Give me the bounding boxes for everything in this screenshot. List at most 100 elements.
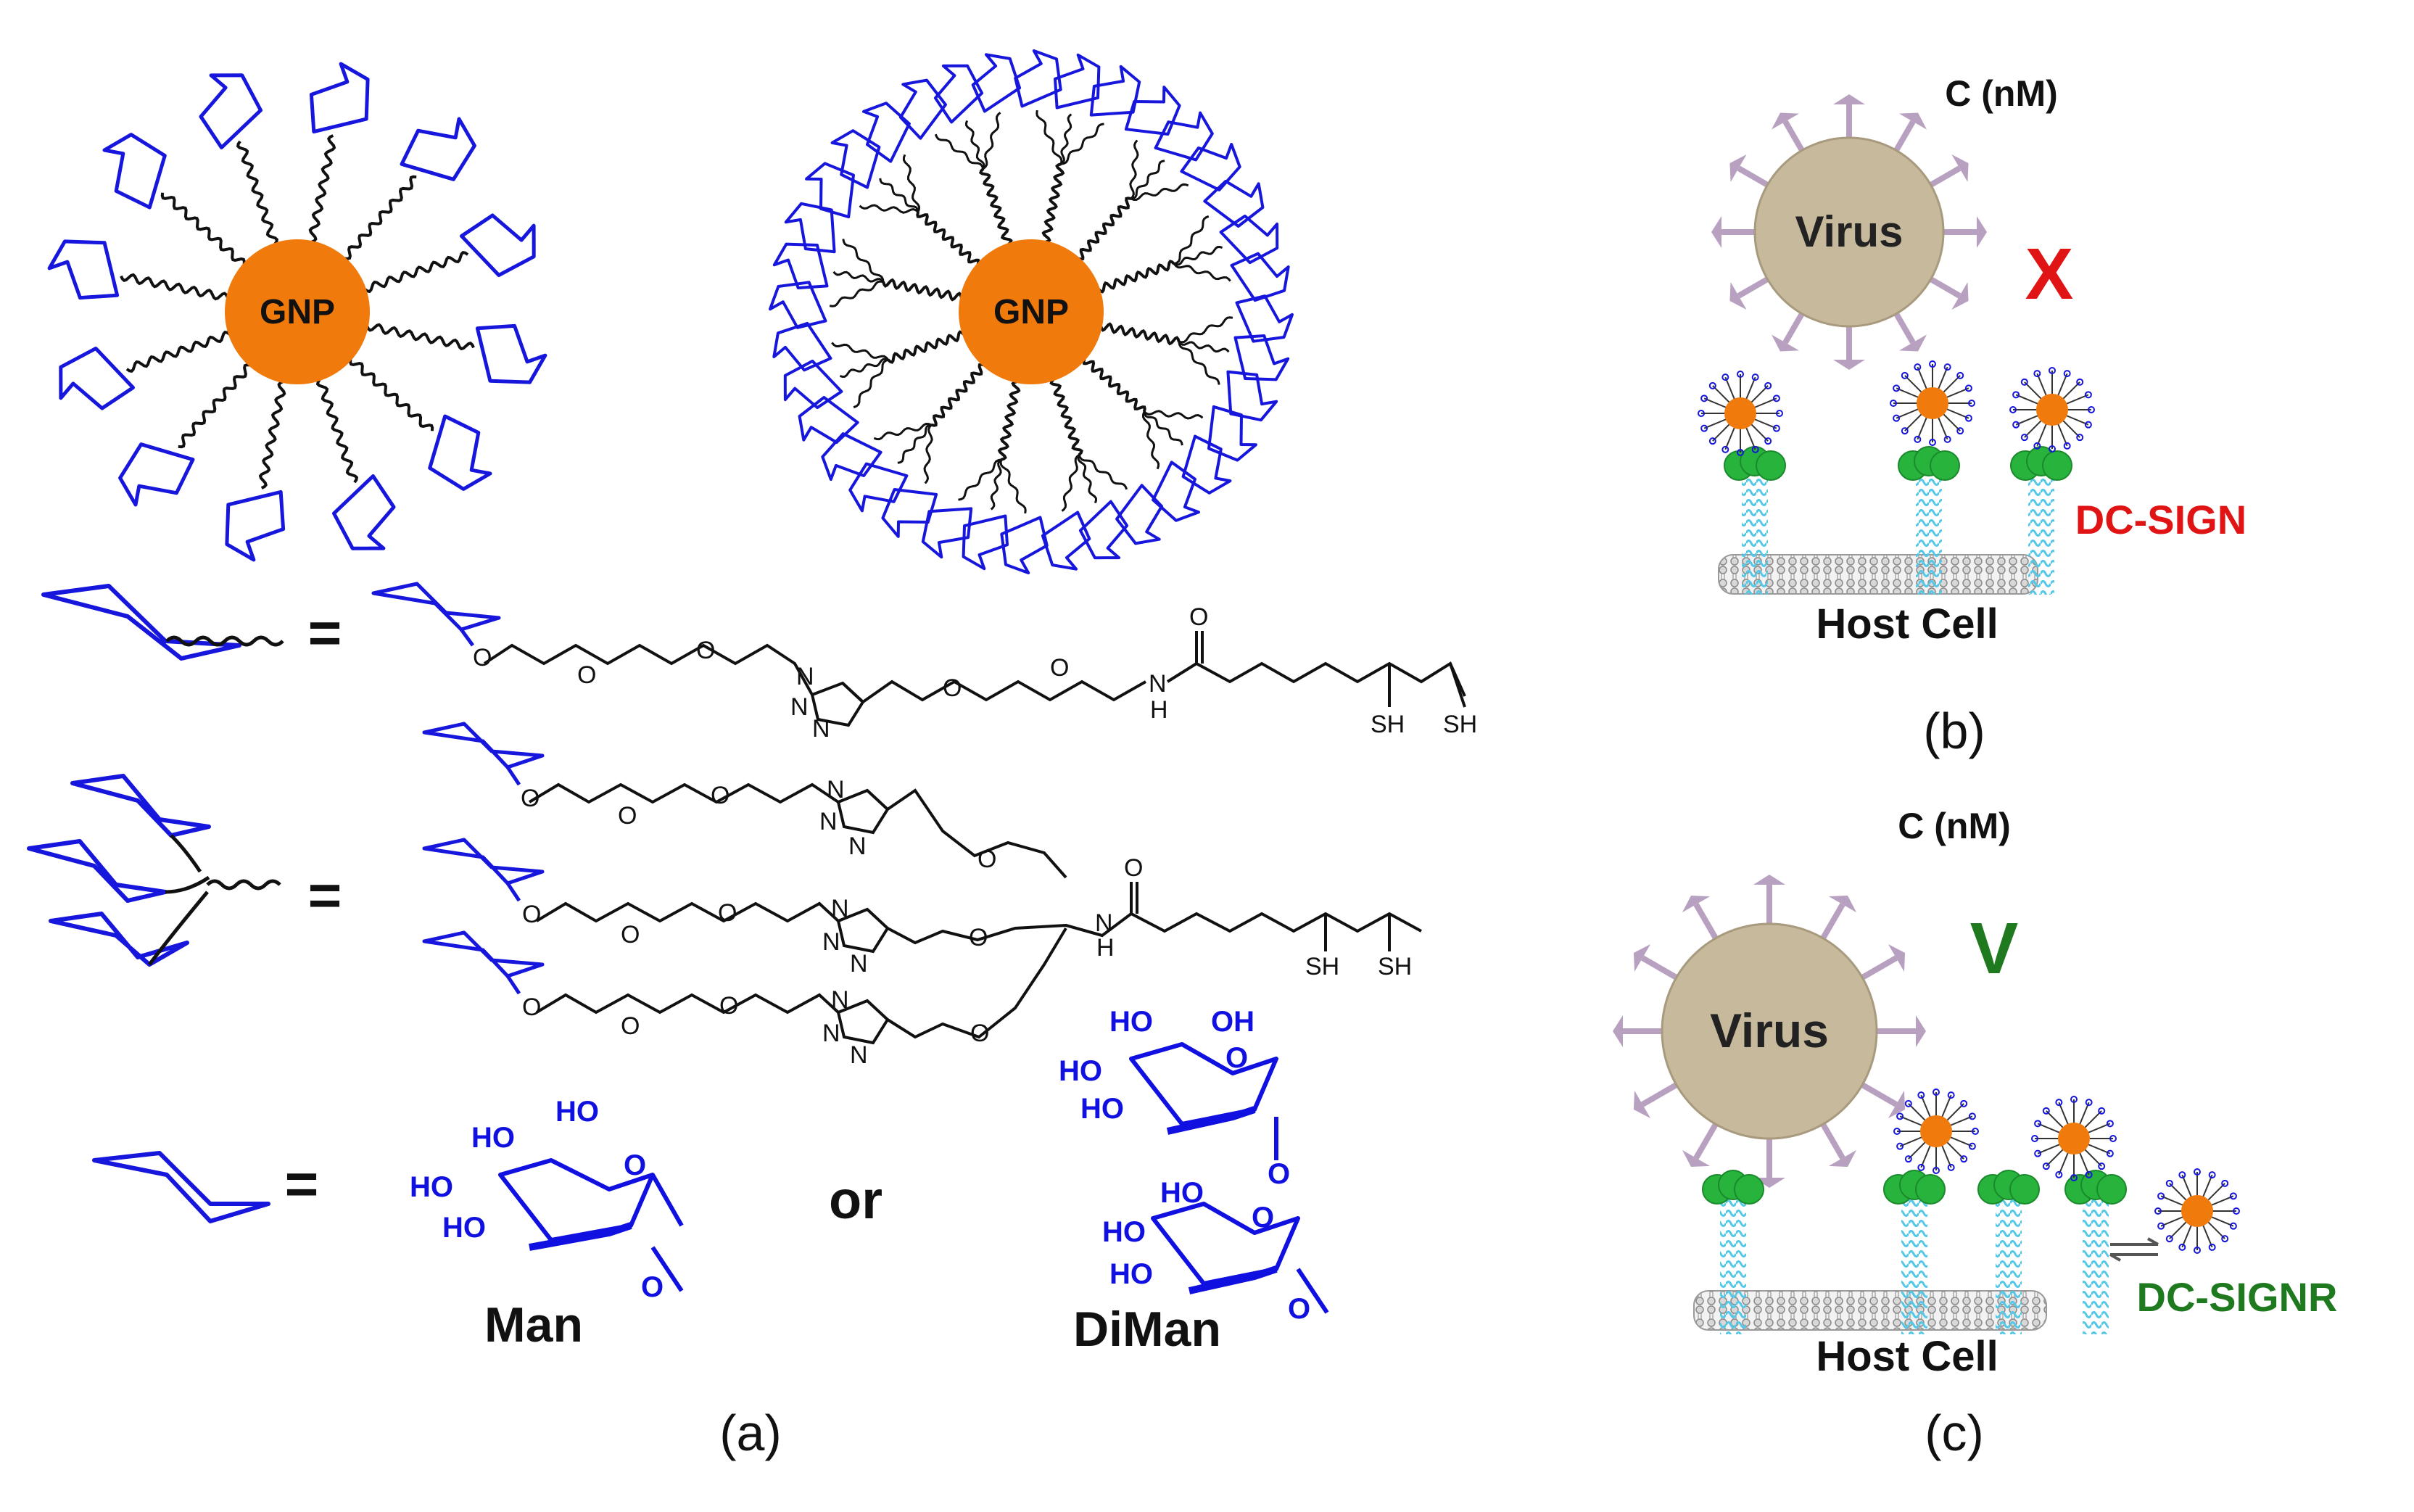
sugar-glyph [1203,179,1265,228]
sugar-glyph [199,73,263,149]
mini-gnp-linker [1703,417,1729,429]
virus-spike-tip [1898,334,1927,352]
atom-n: N [819,808,838,835]
atom-n: N [822,928,840,956]
ligand-branch [831,342,889,361]
virus-spike-tip [1828,895,1857,913]
atom-o: O [969,924,988,951]
group-ho: HO [1102,1216,1146,1248]
receptor-crd [1930,450,1960,481]
mini-gnp-sugar [1901,371,1909,379]
virus-spike-tip [1898,112,1927,130]
ligand-linker [258,380,286,489]
mini-gnp-sugar [1751,373,1759,381]
mini-gnp-sugar [2076,434,2084,442]
mini-gnp-sugar [2012,421,2020,429]
mini-gnp-sugar [2070,1174,2078,1181]
mini-gnp-sugar [1933,1088,1940,1096]
mini-gnp-linker [2037,1142,2062,1154]
mini-gnp-linker [1744,425,1756,450]
ligand-branch [934,133,985,170]
virus-spike-tip [1828,1149,1857,1168]
group-ho: HO [1109,1006,1153,1038]
mini-gnp-sugar [1904,1099,1912,1107]
mini-gnp-linker [1712,422,1732,442]
caption-c: (c) [1925,1405,1984,1461]
receptor-crd [2096,1174,2127,1205]
mini-gnp-sugar [1947,1163,1955,1171]
gnp-tri-ligand-arms [769,49,1294,574]
atom-n: N [850,1041,868,1069]
sugar-glyph [933,64,984,124]
panel-b-concentration-label: C (nM) [1945,73,2058,114]
mini-gnp-sugar [1904,1155,1912,1163]
atom-n: N [850,950,868,978]
mini-gnp-linker [1936,366,1948,392]
legend-tri-ligand-icon [27,774,281,967]
mini-gnp-sugar [2208,1171,2216,1179]
virus-spike [1859,955,1898,981]
atom-o: O [621,921,640,949]
ligand-branch [839,358,889,379]
mini-gnp-sugar [2055,1099,2063,1107]
sugar-glyph [798,396,859,445]
virus-spike-tip [1833,360,1865,370]
receptor-crd [1915,1174,1946,1205]
sugar-glyph [1089,65,1141,117]
mini-gnp-linker [1945,1140,1964,1160]
mini-gnp-sugar [2070,1096,2078,1103]
atom-n: N [790,693,809,721]
mini-gnp-sugar [1964,384,1972,392]
mini-gnp-sugar [1698,410,1705,417]
mini-gnp-sugar [2009,406,2017,413]
mini-gnp-sugar [2229,1222,2237,1230]
mini-gnp-sugar [2157,1222,2165,1230]
virus-spike-tip [1613,1015,1623,1047]
mini-gnp-sugar [1896,1112,1904,1120]
mini-gnp-linker [1917,415,1929,440]
bound-gnp-particles-c [1893,1088,2240,1254]
ligand-branch [1173,263,1231,282]
sugar-glyph [1181,434,1232,495]
dc-signr-receptors [1702,1170,2127,1334]
mini-gnp-sugar [1968,1142,1976,1150]
mini-gnp-linker [1899,1135,1925,1147]
gnp-tri-core [959,239,1104,384]
sugar-glyph [848,462,909,513]
sugar-glyph [428,414,492,491]
mini-gnp-linker [1908,1103,1927,1123]
receptor-stalk-core [1729,1197,1737,1334]
ligand-branch [1129,139,1139,200]
receptor-crd [2009,1174,2040,1205]
receptor-stalk-core [1750,479,1759,595]
mini-gnp-sugar [1700,424,1708,432]
atom-h: H [1096,934,1115,962]
mini-gnp-linker [2169,1183,2188,1202]
sugar-glyph [772,242,829,289]
linking-o: O [1268,1158,1290,1190]
mini-gnp-sugar [2063,442,2071,450]
dc-sign-receptors [1724,446,2072,595]
mini-gnp-sugar [1956,427,1964,435]
virus-spike [1737,165,1771,189]
virus-spike [1927,165,1962,189]
virus-b-label: Virus [1795,207,1903,256]
atom-h: H [1150,696,1168,724]
sugar-glyph [475,323,547,384]
panel-c-concentration-label: C (nM) [1898,806,2011,846]
ligand-branch [829,280,884,307]
mini-gnp-sugar [1968,1112,1976,1120]
mini-gnp-linker [2061,418,2080,438]
panel-a: GNP GNP = O O O N N [27,49,1477,1461]
sugar-glyph [102,133,167,210]
ligand-linker [363,250,469,294]
man-structure: HO HO HO HO O O [410,1096,684,1303]
sugar-glyph [1054,53,1101,110]
receptor-stalk-core [2091,1197,2100,1334]
mini-gnp-sugar [1972,1128,1979,1135]
virus-spike-tip [1951,281,1969,310]
group-ho: HO [1080,1093,1124,1125]
mini-gnp-linker [2056,421,2068,447]
mini-gnp-core [2058,1123,2090,1154]
mini-gnp-sugar [1896,1142,1904,1150]
